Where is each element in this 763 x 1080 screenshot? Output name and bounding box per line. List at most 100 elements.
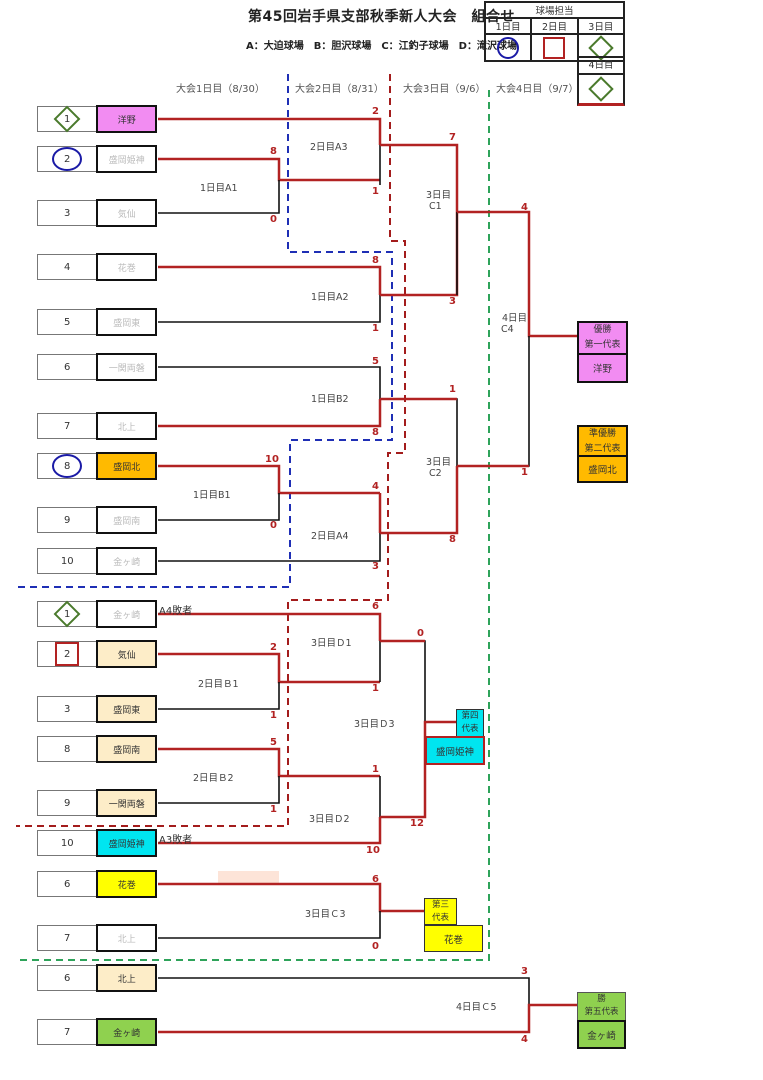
loser-line-A1 [158,180,280,214]
team-name: 盛岡東 [96,695,157,723]
winner-line-C4 [457,210,578,338]
seed-number: 6 [37,965,97,991]
caption-line1: 勝 [597,994,606,1004]
caption-line1: 準優勝 [588,429,616,439]
match-label-A2: 1日目A2 [311,292,349,303]
team-name: 一関両磐 [96,789,157,817]
winner-line-D2 [158,817,382,845]
winner-line-A1 [158,157,380,182]
seed-number: 8 [37,736,97,762]
winner-line-C2 [380,466,459,535]
team-name: 金ヶ崎 [96,547,157,575]
match-label-D1: 3日目Ｄ1 [311,638,352,649]
score-D3: 0 [417,628,424,639]
team-name: 北上 [96,412,157,440]
page-title: 第45回岩手県支部秋季新人大会 組合せ [248,9,515,25]
loser-line-C4 [457,336,530,467]
seed-number: 1 [37,600,97,628]
team-name: 盛岡東 [96,308,157,336]
caption-line2: 代表 [431,912,449,923]
winner-line-A2 [158,265,382,295]
result-team-name: 洋野 [592,364,612,375]
team-name: 盛岡姫神 [96,829,157,857]
match-label-B1: 1日目B1 [193,490,231,501]
score-D3: 12 [410,818,424,829]
day2-boundary-line [16,74,393,588]
seed-number-text: 2 [64,153,71,165]
winner-line-D3 [380,720,458,819]
seed-number: 6 [37,871,97,897]
seed-number-text: 1 [64,608,71,620]
loser-line-A2 [158,295,381,323]
team-name: 盛岡南 [96,735,157,763]
fourth-rep-team: 盛岡姫神 [425,736,485,765]
seed-number-text: 4 [64,261,71,273]
caption-line2: 第五代表 [584,1007,619,1017]
score-A4: 3 [372,561,379,572]
day3-boundary-line [16,74,406,827]
legend-title: 球場担当 [484,1,625,19]
score-A4: 4 [372,481,379,492]
runner-up-box: 準優勝第二代表盛岡北 [577,425,628,483]
team-name: 気仙 [96,199,157,227]
match-label-C2-venue: C2 [429,468,442,479]
seed-number: 8 [37,453,97,479]
third-rep-caption: 第三代表 [424,898,457,925]
match-label-C4: 4日目 [502,313,528,324]
score-B2c: 5 [270,737,277,748]
venue-assignment-legend-day4: 4日目 [577,56,625,106]
team-name: 北上 [96,924,157,952]
score-C3: 6 [372,874,379,885]
champion-box: 優勝第一代表洋野 [577,321,628,383]
score-B1: 10 [265,454,279,465]
square-icon [543,36,566,59]
winner-line-C1 [380,143,459,212]
score-C5: 3 [521,966,528,977]
seed-number-text: 7 [64,932,71,944]
loser-line-D3 [380,640,426,722]
caption-line2: 第一代表 [584,340,621,350]
seed-number-text: 6 [64,878,71,890]
seed-number: 5 [37,309,97,335]
team-name: 金ヶ崎 [96,600,157,628]
circle-icon [52,147,83,171]
score-C4: 1 [521,467,528,478]
seed-number: 10 [37,830,97,856]
day4-header: 大会4日目（9/7） [496,84,579,95]
score-B2c: 1 [270,804,277,815]
seed-number-text: 8 [64,743,71,755]
winner-line-B2c [158,747,380,778]
team-row: 7 北上 [37,924,157,952]
seed-number-text: 10 [60,837,74,849]
winner-line-B2 [158,399,382,428]
winner-line-A3 [158,117,382,145]
score-C5: 4 [521,1034,528,1045]
match-label-A3: 2日目A3 [310,142,348,153]
team-name: 花巻 [96,253,157,281]
winner-line-B1c [158,652,380,684]
match-label-B2c: 2日目Ｂ2 [193,773,234,784]
score-C3: 0 [372,941,379,952]
team-name: 盛岡南 [96,506,157,534]
match-label-C5: 4日目Ｃ5 [456,1002,497,1013]
seed-number: 7 [37,1019,97,1045]
seed-number-text: 1 [64,113,71,125]
score-A2: 8 [372,255,379,266]
match-label-C3: 3日目Ｃ3 [305,909,346,920]
legend-day2: 2日目 [530,17,579,35]
loser-line-C3 [158,911,381,939]
team-name: 一関両磐 [96,353,157,381]
seed-number: 9 [37,790,97,816]
seed-number: 10 [37,548,97,574]
score-B1: 0 [270,520,277,531]
loser-line-C5 [158,977,530,1005]
seed-number: 1 [37,105,97,133]
